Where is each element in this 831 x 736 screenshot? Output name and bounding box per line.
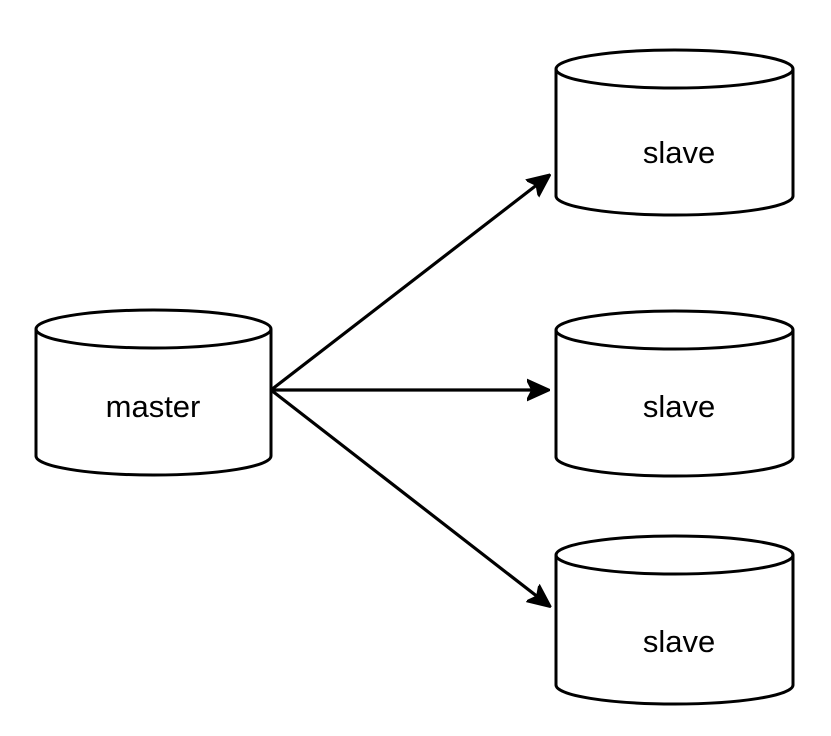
edge-master-slave-1-line <box>270 176 549 392</box>
node-master-top-cap <box>34 328 273 350</box>
node-slave-3-body <box>554 534 795 706</box>
edge-master-slave-3-line <box>270 388 550 606</box>
edge-master-slave-1[interactable] <box>270 176 549 392</box>
node-master-label: master <box>106 389 201 424</box>
node-slave-3-top-cap <box>554 554 795 576</box>
node-slave-2-top-cap <box>554 329 795 351</box>
node-master[interactable]: master <box>34 308 273 477</box>
node-slave-2[interactable]: slave <box>554 309 795 478</box>
node-slave-2-label: slave <box>643 389 715 424</box>
node-slave-1[interactable]: slave <box>554 48 795 217</box>
node-master-body <box>34 308 273 477</box>
node-slave-3-label: slave <box>643 624 715 659</box>
node-slave-1-top-cap <box>554 68 795 90</box>
node-slave-1-label: slave <box>643 135 715 170</box>
node-layer: master slave slave slave <box>34 48 795 706</box>
node-slave-1-body <box>554 48 795 217</box>
edge-master-slave-3[interactable] <box>270 388 550 606</box>
edge-layer <box>270 176 550 607</box>
node-slave-2-body <box>554 309 795 478</box>
node-slave-3[interactable]: slave <box>554 534 795 706</box>
